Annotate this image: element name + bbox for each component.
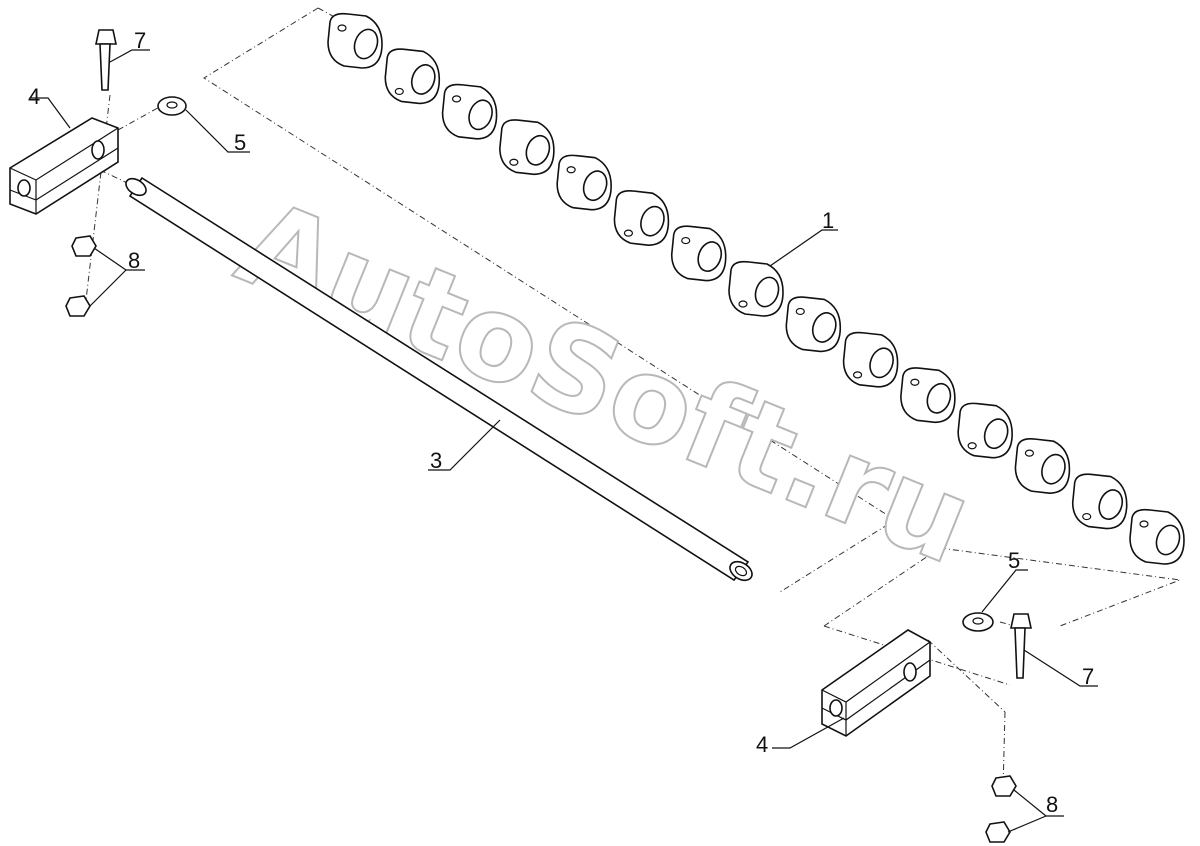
right-clamp xyxy=(821,629,931,737)
right-washer xyxy=(962,612,994,632)
shaft-end-right xyxy=(729,560,753,582)
left-clamp-hole xyxy=(17,179,31,197)
right-nut-upper xyxy=(991,775,1017,797)
right-frame-upper xyxy=(939,547,1181,627)
right-bolt-axis xyxy=(999,621,1023,629)
leader-left-bolt xyxy=(109,49,150,63)
bushing xyxy=(1071,473,1128,530)
bushing xyxy=(556,154,612,211)
bushing-row-frame xyxy=(203,7,896,593)
bushing xyxy=(1014,438,1071,494)
right-nut-lower xyxy=(985,821,1011,843)
callout-labels: 7 4 5 8 1 3 5 7 4 8 xyxy=(28,28,1094,817)
leader-lines xyxy=(30,49,1098,833)
bushing xyxy=(957,402,1013,459)
right-clamp-body xyxy=(821,629,931,737)
shaft-bore xyxy=(734,565,748,577)
callout-right-clamp: 4 xyxy=(756,732,768,757)
callout-right-bolt: 7 xyxy=(1082,664,1094,689)
callout-right-nuts: 8 xyxy=(1046,792,1058,817)
left-clamp-body xyxy=(9,117,119,215)
left-clamp-bore xyxy=(91,140,105,160)
frame-tick-top xyxy=(317,7,341,21)
bushing xyxy=(900,367,956,424)
bushing xyxy=(785,296,842,353)
callout-left-clamp: 4 xyxy=(28,84,40,109)
leader-right-nut-lower xyxy=(1007,815,1047,833)
bushing xyxy=(670,225,727,282)
left-washer xyxy=(157,96,187,116)
left-washer-ring xyxy=(157,96,187,116)
callout-bushing: 1 xyxy=(822,208,834,233)
leader-left-nut-lower xyxy=(89,269,127,307)
leader-bushing xyxy=(769,229,838,267)
leader-right-washer xyxy=(981,569,1028,613)
left-bolt-head xyxy=(95,29,117,45)
bushing xyxy=(842,331,899,388)
callout-left-bolt: 7 xyxy=(134,28,146,53)
leader-shaft xyxy=(428,419,501,471)
right-bolt-head xyxy=(1010,613,1032,629)
bushing-row xyxy=(327,12,1185,565)
bushing xyxy=(384,48,441,105)
shaft-part xyxy=(125,176,753,582)
right-clamp-hole xyxy=(829,699,843,717)
callout-left-nuts: 8 xyxy=(128,248,140,273)
callout-shaft: 3 xyxy=(430,448,442,473)
left-nut-lower xyxy=(65,295,91,317)
callout-right-washer: 5 xyxy=(1008,548,1020,573)
left-washer-axis xyxy=(117,103,166,131)
right-clamp-bore xyxy=(903,662,917,682)
left-clamp xyxy=(9,117,119,215)
right-nuts xyxy=(985,775,1017,843)
leader-left-washer xyxy=(185,109,250,153)
assembly-guidelines xyxy=(85,7,1181,791)
left-bolt-shank xyxy=(99,43,111,91)
right-bolt-shank xyxy=(1014,627,1026,679)
bushing xyxy=(441,83,498,140)
right-frame-left xyxy=(823,547,941,627)
bushing xyxy=(327,12,383,69)
shaft-end-left xyxy=(125,177,147,197)
left-washer-hole xyxy=(166,101,178,109)
bushing xyxy=(1129,508,1185,565)
bushing xyxy=(499,119,555,176)
callout-left-washer: 5 xyxy=(234,130,246,155)
right-washer-ring xyxy=(962,612,994,632)
right-clamp-axis xyxy=(927,639,1006,713)
leader-right-bolt xyxy=(1023,649,1098,687)
left-bolt-axis xyxy=(85,94,111,301)
right-washer-hole xyxy=(972,617,984,625)
left-nuts xyxy=(65,235,97,317)
left-nut-upper xyxy=(71,235,97,257)
left-bolt xyxy=(95,29,117,91)
bushing xyxy=(613,190,670,246)
leader-right-clamp xyxy=(772,717,845,749)
right-bolt xyxy=(1010,613,1032,679)
bushing xyxy=(728,260,784,317)
leader-left-clamp xyxy=(30,97,71,129)
